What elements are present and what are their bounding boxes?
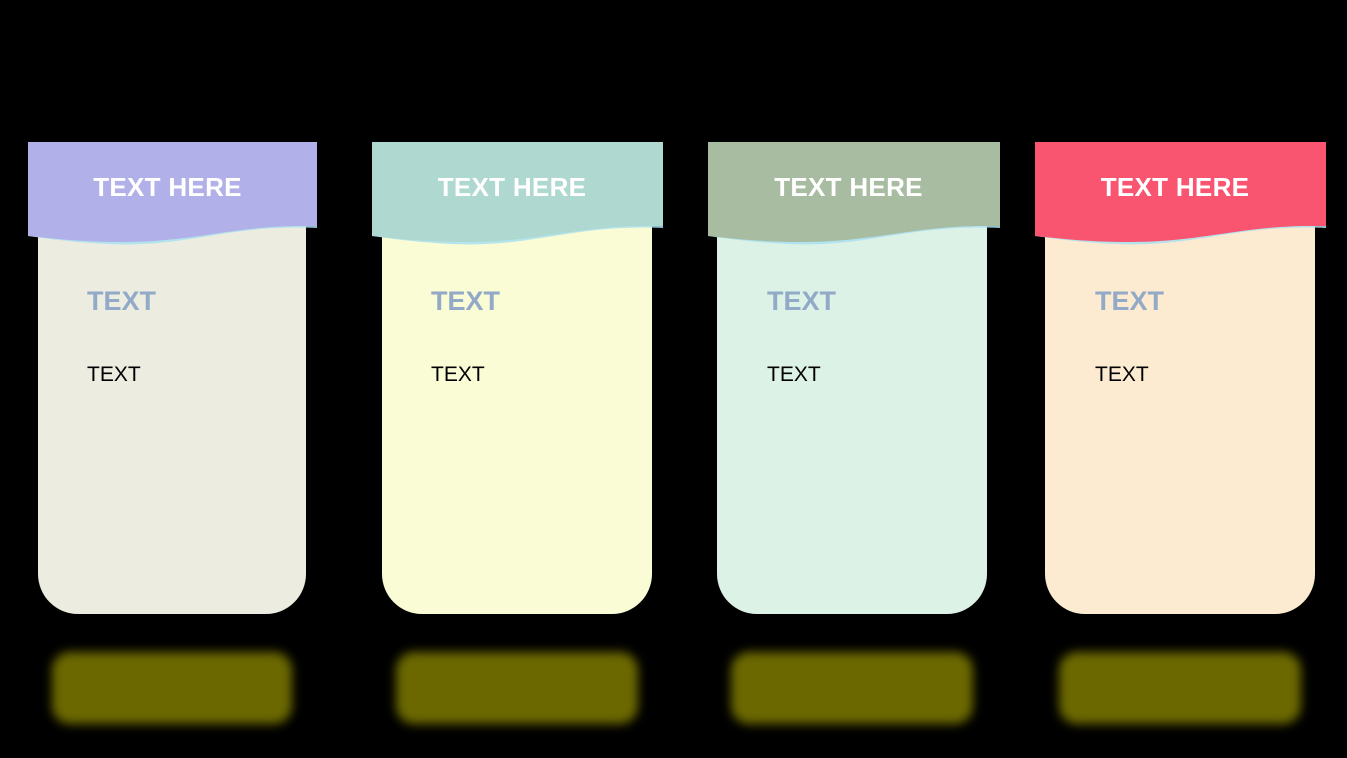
card-1-header: [28, 142, 317, 226]
card-1-subtitle: TEXT: [87, 286, 157, 316]
card-2-header-curve: [372, 224, 663, 242]
card-3-title: TEXT HERE: [774, 172, 923, 202]
card-1-body: [38, 200, 306, 614]
card-4-header: [1035, 142, 1326, 226]
card-3-subtitle: TEXT: [767, 286, 837, 316]
card-4-subtitle: TEXT: [1095, 286, 1165, 316]
card-2-text: TEXT: [431, 363, 485, 386]
card-4-shadow: [1059, 652, 1301, 724]
card-3-shadow: [731, 652, 973, 724]
card-4-header-curve: [1035, 224, 1326, 242]
card-2-header: [372, 142, 663, 226]
card-1-text: TEXT: [87, 363, 141, 386]
card-2-shadow: [396, 652, 638, 724]
card-4-title: TEXT HERE: [1100, 172, 1250, 202]
card-1-title: TEXT HERE: [93, 172, 242, 202]
card-1-shadow: [52, 652, 292, 724]
card-3-header-curve: [708, 224, 1000, 242]
card-1-header-curve: [28, 224, 317, 242]
card-4-body: [1045, 200, 1315, 614]
card-4-text: TEXT: [1095, 363, 1149, 386]
card-2-title: TEXT HERE: [437, 172, 587, 202]
card-2-body: [382, 200, 652, 614]
card-3-header: [708, 142, 1000, 226]
card-3-body: [717, 200, 987, 614]
card-3-text: TEXT: [767, 363, 821, 386]
card-2-subtitle: TEXT: [431, 286, 501, 316]
